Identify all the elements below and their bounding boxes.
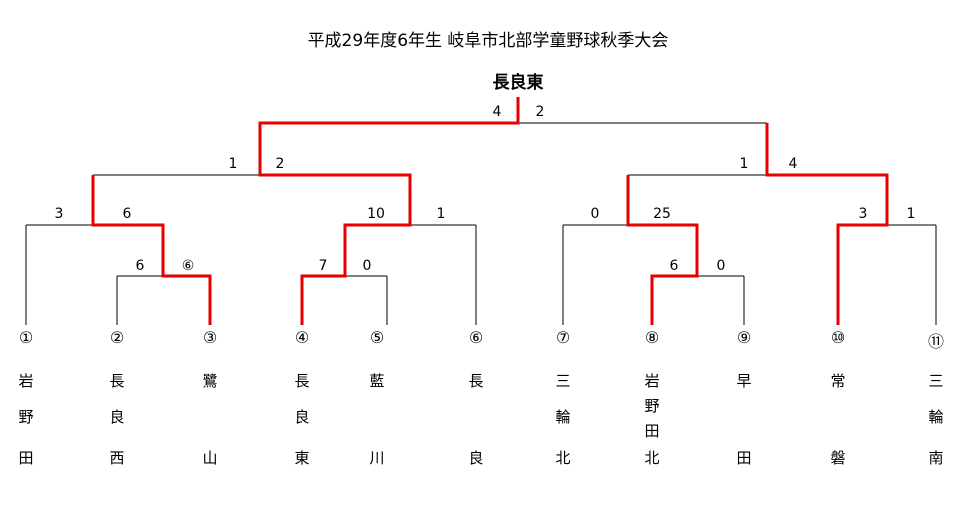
- score: 7: [318, 258, 328, 274]
- team-name-char: 北: [644, 449, 660, 467]
- score: 2: [535, 104, 545, 120]
- score: 1: [739, 156, 749, 172]
- team-name-char: 岩: [644, 372, 660, 390]
- team-name-char: 野: [644, 397, 660, 415]
- team-seed: ②: [109, 328, 125, 347]
- team-seed: ⑪: [927, 332, 944, 351]
- team-name-char: 三: [928, 372, 944, 390]
- score: 0: [716, 258, 726, 274]
- team-name-char: 鷺: [202, 372, 218, 390]
- team-seed: ⑥: [468, 328, 484, 347]
- score: 1: [436, 206, 446, 222]
- score: 4: [788, 156, 798, 172]
- score: 6: [669, 258, 679, 274]
- team-name-char: 南: [928, 449, 944, 467]
- score: 3: [54, 206, 64, 222]
- team-name-char: 野: [18, 408, 34, 426]
- team-name-char: 良: [468, 449, 484, 467]
- team-name-char: 東: [294, 449, 310, 467]
- champion-name: 長良東: [492, 73, 544, 93]
- team-name-char: 三: [555, 372, 571, 390]
- team-seed: ⑧: [644, 328, 660, 347]
- team-seed: ⑤: [369, 328, 385, 347]
- score: 1: [906, 206, 916, 222]
- team-name-char: 輪: [928, 408, 944, 426]
- team-name-char: 常: [830, 372, 846, 390]
- winner-path-4: [258, 97, 520, 325]
- team-seed: ⑩: [830, 328, 846, 347]
- winner-path-10: [765, 123, 889, 325]
- score: 1: [228, 156, 238, 172]
- winner-path-3: [91, 175, 212, 325]
- score: 2: [275, 156, 285, 172]
- team-name-char: 良: [109, 408, 125, 426]
- score: 6: [122, 206, 132, 222]
- team-name-char: 山: [202, 449, 218, 467]
- team-name-char: 磐: [830, 449, 846, 467]
- team-name-char: 早: [736, 372, 752, 390]
- winner-path-8: [626, 175, 699, 325]
- team-name-char: 良: [294, 408, 310, 426]
- score: 25: [653, 206, 671, 222]
- team-seed: ③: [202, 328, 218, 347]
- team-name-char: 藍: [369, 372, 385, 390]
- team-name-char: 輪: [555, 408, 571, 426]
- score: 6: [135, 258, 145, 274]
- score: 10: [367, 206, 385, 222]
- team-name-char: 西: [109, 449, 125, 467]
- team-name-char: 岩: [18, 372, 34, 390]
- team-seed: ①: [18, 328, 34, 347]
- team-name-char: 田: [18, 449, 34, 467]
- team-name-char: 長: [468, 372, 484, 390]
- score: 3: [858, 206, 868, 222]
- team-name-char: 田: [644, 422, 660, 440]
- tournament-title: 平成29年度6年生 岐阜市北部学童野球秋季大会: [307, 31, 669, 51]
- team-name-char: 北: [555, 449, 571, 467]
- team-name-char: 田: [736, 449, 752, 467]
- team-seed: ④: [294, 328, 310, 347]
- score: 4: [492, 104, 502, 120]
- team-name-char: 長: [109, 372, 125, 390]
- score: 0: [362, 258, 372, 274]
- team-name-char: 川: [369, 449, 385, 467]
- team-seed: ⑨: [736, 328, 752, 347]
- score: ⑥: [181, 258, 195, 274]
- team-name-char: 長: [294, 372, 310, 390]
- team-seed: ⑦: [555, 328, 571, 347]
- score: 0: [590, 206, 600, 222]
